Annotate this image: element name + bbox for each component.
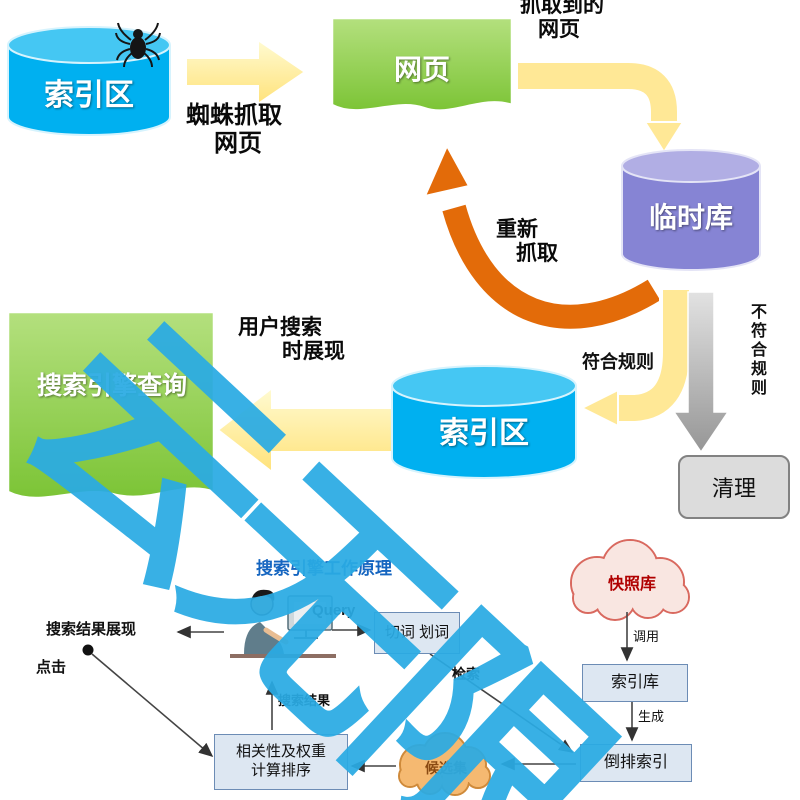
query-label: Query: [312, 602, 356, 619]
query-doc-label: 搜索引擎查询: [36, 372, 187, 400]
display-annotation-line2: 时展现: [282, 340, 345, 364]
person-computer-icon: [230, 589, 336, 658]
retrieve-label: 检索: [452, 666, 480, 682]
webpage-label: 网页: [393, 54, 450, 85]
arrow-store-temp: [518, 59, 685, 154]
clean-box: 清理: [678, 455, 790, 519]
result-display-label: 搜索结果展现: [46, 621, 137, 638]
no-match-rule-label: 不符合规则: [748, 303, 765, 398]
arrow-query: [216, 385, 393, 475]
crawl-annotation: 蜘蛛抓取 网页: [186, 102, 282, 157]
rank-box-line2: 计算排序: [250, 762, 311, 779]
segment-box: 切词 划词: [374, 612, 460, 654]
crawl-annotation-line1: 蜘蛛抓取: [186, 102, 282, 129]
candidate-cloud-shape: [398, 732, 491, 796]
segment-box-label: 切词 划词: [384, 623, 450, 641]
clean-label: 清理: [711, 476, 756, 501]
arrow-recrawl: [423, 143, 670, 333]
cylinder-index-top: [7, 26, 171, 136]
arrow-no-match: [672, 291, 730, 454]
recrawl-annotation-line1: 重新: [496, 218, 538, 241]
temp-db-label: 临时库: [648, 202, 733, 233]
call-label: 调用: [633, 629, 660, 644]
inverted-index-box: 倒排索引: [580, 744, 692, 782]
display-annotation: 用户搜索 时展现: [238, 316, 345, 364]
store-annotation-line2: 网页: [538, 18, 580, 42]
crawl-annotation-line2: 网页: [214, 129, 262, 157]
cylinder-index-mid: [391, 365, 577, 479]
snapshot-cloud-label: 快照库: [607, 576, 656, 593]
generate-label: 生成: [638, 709, 665, 724]
click-label: 点击: [36, 659, 67, 676]
bottom-title: 搜索引擎工作原理: [256, 559, 392, 578]
store-annotation: 抓取到的 网页: [520, 0, 604, 42]
index-top-label: 索引区: [44, 79, 134, 112]
display-annotation-line1: 用户搜索: [238, 316, 322, 339]
index-mid-label: 索引区: [439, 417, 529, 450]
bottom-connectors: [91, 612, 639, 773]
recrawl-annotation-line2: 抓取: [516, 242, 558, 266]
arrow-match-rule: [579, 290, 693, 428]
index-lib-box: 索引库: [582, 664, 688, 702]
inverted-index-label: 倒排索引: [603, 754, 668, 771]
spider-icon: [115, 22, 161, 68]
match-rule-label: 符合规则: [582, 352, 654, 372]
webpage-doc-shape: [330, 16, 514, 112]
cylinder-temp: [621, 149, 761, 271]
search-result-label: 搜索结果: [278, 693, 331, 708]
rank-box: 相关性及权重 计算排序: [214, 734, 348, 790]
rank-box-line1: 相关性及权重: [235, 743, 326, 761]
candidate-cloud-label: 候选集: [425, 760, 467, 776]
snapshot-cloud-shape: [570, 539, 690, 621]
index-lib-label: 索引库: [610, 674, 659, 691]
click-dot: [82, 644, 94, 656]
recrawl-annotation: 重新 抓取: [496, 218, 558, 266]
arrow-crawl: [185, 38, 307, 106]
store-annotation-line1: 抓取到的: [520, 0, 604, 17]
query-doc-shape: [6, 310, 216, 500]
